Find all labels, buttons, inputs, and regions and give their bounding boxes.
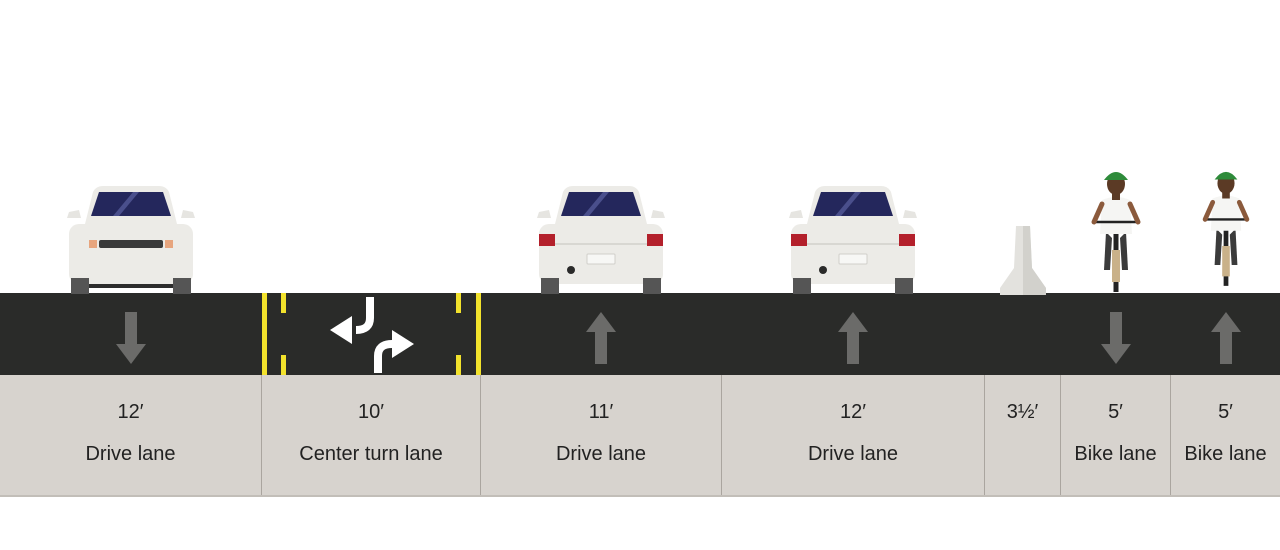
segment-width: 5′ [1108, 401, 1123, 423]
car-rear-icon [536, 185, 666, 295]
segment-bike-lane: 5′ Bike lane [1061, 375, 1171, 495]
segment-name: Center turn lane [299, 443, 443, 465]
segment-name: Bike lane [1074, 443, 1157, 465]
segment-drive-lane: 12′ Drive lane [0, 375, 262, 495]
car-front-icon [67, 186, 195, 294]
segment-drive-lane: 11′ Drive lane [481, 375, 722, 495]
segment-width: 12′ [117, 401, 144, 423]
turn-right-arrow [374, 330, 414, 373]
direction-arrow-up [1211, 312, 1241, 364]
segment-name: Drive lane [555, 443, 647, 465]
cyclist-icon [1094, 172, 1138, 292]
segment-center-turn-lane: 10′ Center turn lane [262, 375, 481, 495]
flex-post-delineator-icon [1000, 226, 1046, 295]
cyclist-icon [1205, 172, 1247, 286]
segment-name: Bike lane [1184, 443, 1267, 465]
segment-name: Drive lane [807, 443, 899, 465]
turn-left-arrow [330, 297, 374, 344]
segment-bike-lane: 5′ Bike lane [1171, 375, 1280, 495]
segment-width: 10′ [358, 401, 384, 423]
direction-arrow-up [586, 312, 616, 364]
segment-buffer: 3½′ [985, 375, 1061, 495]
segment-name: Drive lane [85, 443, 176, 465]
direction-arrow-down [1101, 312, 1131, 364]
segment-drive-lane: 12′ Drive lane [722, 375, 985, 495]
roadway-surface [0, 293, 1280, 375]
center-turn-lane-markings [262, 293, 481, 375]
segment-label-band: 12′ Drive lane 10′ Center turn lane 11′ … [0, 375, 1280, 497]
segment-width: 5′ [1218, 401, 1233, 423]
segment-width: 11′ [588, 401, 614, 423]
segment-width: 3½′ [1006, 401, 1039, 423]
direction-arrow-up [838, 312, 868, 364]
car-rear-icon [788, 185, 918, 295]
direction-arrow-down [116, 312, 146, 364]
segment-width: 12′ [840, 401, 866, 423]
